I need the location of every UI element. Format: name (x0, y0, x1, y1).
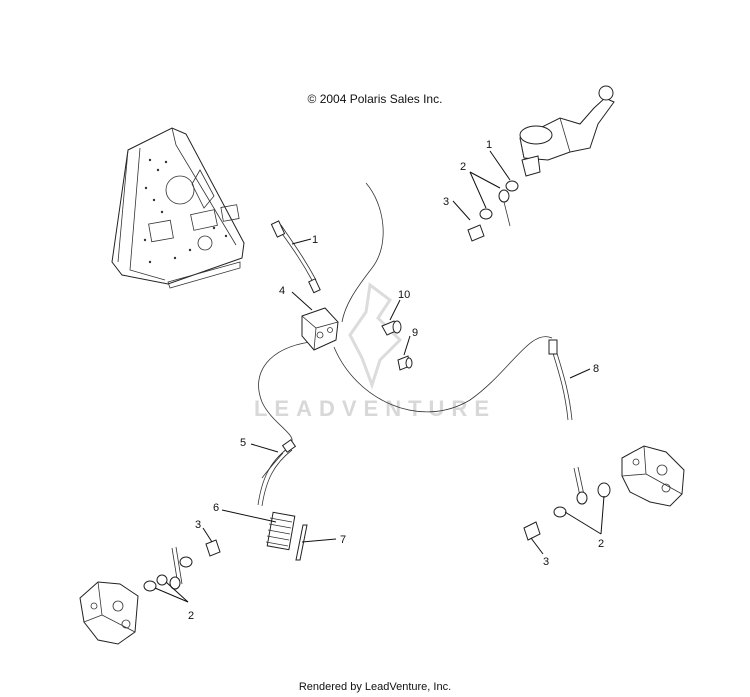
brake-hose-5 (257, 439, 297, 507)
watermark-emblem (348, 282, 403, 390)
callout-3-left: 3 (195, 519, 201, 531)
callout-2-right: 2 (598, 538, 604, 550)
callout-1-mid: 1 (312, 234, 318, 246)
callout-4: 4 (279, 285, 285, 297)
brake-lines (258, 182, 553, 479)
callout-5: 5 (240, 437, 246, 449)
rear-brake-line (548, 339, 573, 421)
bolt-10 (381, 320, 402, 336)
frame-panel (111, 127, 245, 289)
callout-7: 7 (340, 534, 346, 546)
left-hardware (143, 539, 221, 592)
junction-block (301, 307, 339, 351)
callout-3-right: 3 (543, 556, 549, 568)
pin-7 (295, 524, 308, 561)
callout-2-left: 2 (188, 610, 194, 622)
callout-10: 10 (398, 289, 410, 301)
master-cylinder (519, 85, 615, 177)
left-caliper (79, 581, 139, 645)
screw-9 (397, 355, 413, 371)
callout-3-top: 3 (443, 196, 449, 208)
top-hardware (467, 180, 519, 242)
footer-text: Rendered by LeadVenture, Inc. (298, 681, 452, 693)
right-hardware (523, 466, 611, 541)
copyright-text: © 2004 Polaris Sales Inc. (307, 92, 443, 106)
callout-2-top: 2 (460, 161, 466, 173)
callout-labels: 1 2 3 1 4 10 9 8 5 6 7 3 2 3 2 (188, 139, 604, 622)
callout-8: 8 (593, 363, 599, 375)
right-caliper (621, 445, 685, 507)
spring-6 (265, 511, 296, 551)
callout-9: 9 (412, 327, 418, 339)
brake-hose-short (270, 220, 321, 294)
leader-lines (154, 150, 605, 603)
callout-1-top: 1 (486, 139, 492, 151)
callout-6: 6 (213, 502, 219, 514)
